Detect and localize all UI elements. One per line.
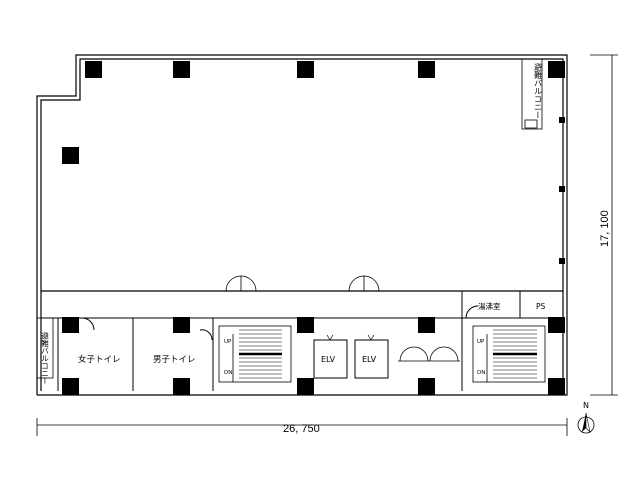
column [62, 147, 79, 164]
double-doors [225, 275, 380, 292]
column [418, 378, 435, 395]
core-double-door [398, 346, 460, 362]
stair-left-down: DN [224, 370, 232, 376]
balcony-left-label: 避難バルコニー [40, 331, 49, 385]
column [173, 378, 190, 395]
width-dimension [36, 418, 568, 436]
cleaning-room-label: 湯沸室 [478, 301, 501, 311]
stair-treads [239, 329, 282, 379]
womens-toilet-label: 女子トイレ [78, 354, 121, 365]
staircase-left [218, 325, 292, 383]
toilet-block [57, 317, 214, 391]
stair-right-down: DN [477, 370, 485, 376]
columns [62, 61, 565, 395]
depth-dimension [590, 54, 618, 396]
staircase-right [472, 325, 546, 383]
elevator-shafts [313, 334, 389, 379]
column [418, 317, 435, 333]
balcony-right: 避難バルコニー [521, 58, 543, 130]
right-utility-rooms [461, 291, 521, 391]
stair-left-up: UP [224, 339, 232, 345]
column [62, 317, 79, 333]
exterior-walls [36, 54, 568, 396]
column [548, 317, 565, 333]
column [418, 61, 435, 78]
inner-wall-line [40, 58, 564, 391]
north-arrow-icon: N [577, 401, 595, 434]
balcony-left: 避難バルコニー [36, 317, 54, 385]
column [173, 61, 190, 78]
column [297, 378, 314, 395]
elevator-2-label: ELV [362, 355, 377, 364]
elevator-1-label: ELV [321, 355, 336, 364]
mens-toilet-label: 男子トイレ [153, 355, 196, 365]
column [548, 378, 565, 395]
column [297, 61, 314, 78]
column [548, 61, 565, 78]
column [173, 317, 190, 333]
window-ticks [559, 117, 565, 264]
balcony-right-label: 避難バルコニー [534, 62, 543, 119]
stair-right-up: UP [477, 339, 485, 345]
depth-dimension-label: 17, 100 [599, 210, 611, 247]
outer-wall-line [36, 54, 568, 396]
column [85, 61, 102, 78]
column [297, 317, 314, 333]
north-label: N [583, 401, 589, 410]
column [62, 378, 79, 395]
width-dimension-label: 26, 750 [283, 423, 320, 435]
pipe-shaft-label: PS [536, 302, 546, 311]
